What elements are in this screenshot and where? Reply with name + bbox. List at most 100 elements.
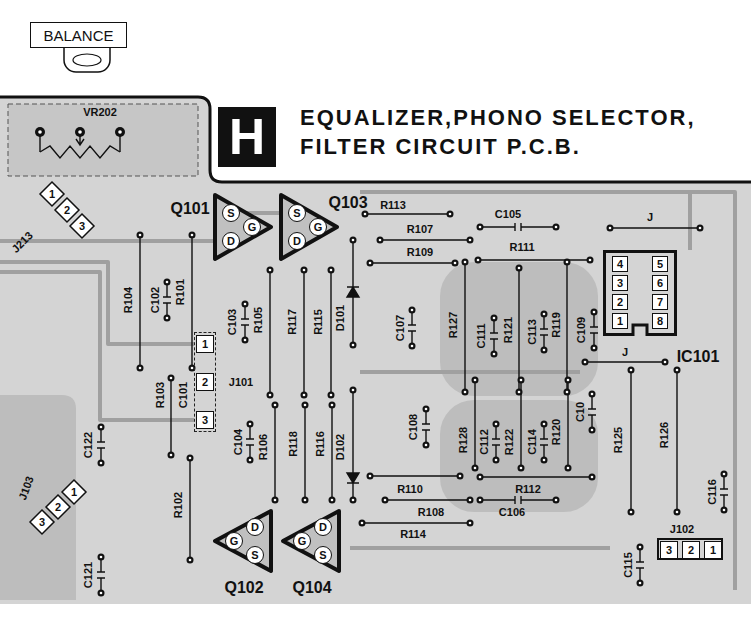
pad-hole (555, 499, 558, 502)
part-label: C106 (499, 506, 525, 518)
solder-pad (367, 260, 374, 267)
solder-pad (541, 457, 548, 464)
pad-hole (170, 377, 173, 380)
solder-pad (541, 421, 548, 428)
part-label: C101 (177, 382, 189, 408)
connector-pad: 1 (196, 335, 214, 353)
part-label: C108 (407, 414, 419, 440)
solder-pad (98, 460, 105, 467)
pad-hole (609, 227, 612, 230)
resistor-symbol (585, 361, 665, 362)
resistor-symbol (474, 380, 475, 468)
capacitor-symbol (422, 409, 430, 445)
solder-pad (423, 442, 430, 449)
part-label: R112 (515, 483, 541, 495)
transistor-body (215, 195, 271, 259)
solder-pad (462, 259, 469, 266)
solder-pad (637, 544, 644, 551)
board-title: EQUALIZER,PHONO SELECTOR, FILTER CIRCUIT… (300, 103, 702, 161)
solder-pad (382, 497, 389, 504)
node-text: 7 (657, 297, 663, 308)
solder-pad (721, 471, 728, 478)
solder-pad (516, 389, 523, 396)
pad-hole (520, 379, 523, 382)
solder-pad (516, 265, 523, 272)
solder-pad (189, 232, 196, 239)
solder-pad (589, 474, 596, 481)
resistor-symbol (370, 475, 460, 476)
connector-pad: 1 (65, 483, 83, 501)
transistor-lead: S (288, 204, 306, 222)
solder-pad (359, 520, 366, 527)
pad-hole (664, 361, 667, 364)
capacitor-symbol (246, 424, 254, 460)
solder-pad (247, 421, 254, 428)
node-text: 3 (617, 278, 623, 289)
pad-hole (479, 226, 482, 229)
transistor-outline: SGD (210, 190, 274, 264)
pot-zigzag (40, 146, 120, 158)
connector-pad: 2 (49, 498, 67, 516)
node-text: 3 (79, 221, 85, 232)
node-text: 2 (202, 377, 208, 388)
solder-pad (587, 257, 594, 264)
connector-pad: 6 (652, 275, 668, 291)
node-text: 6 (657, 278, 663, 289)
solder-pad (477, 474, 484, 481)
pad-hole (170, 454, 173, 457)
resistor-symbol (189, 458, 190, 560)
pad-hole (78, 130, 82, 134)
solder-pad (582, 359, 589, 366)
connector-pad: 1 (43, 185, 61, 203)
pad-hole (249, 459, 252, 462)
solder-pad (493, 421, 500, 428)
solder-pad (565, 465, 572, 472)
solder-pad (477, 224, 484, 231)
pad-hole (474, 379, 477, 382)
part-label: C102 (149, 287, 161, 313)
pad-hole (369, 475, 372, 478)
resistor-symbol (380, 239, 470, 240)
pad-hole (166, 281, 169, 284)
solder-pad (697, 225, 704, 232)
pad-hole (639, 582, 642, 585)
solder-pad (168, 375, 175, 382)
part-label: VR202 (83, 106, 117, 118)
pad-hole (567, 379, 570, 382)
pad-hole (630, 511, 633, 514)
node-text: 2 (55, 502, 61, 513)
pad-hole (330, 394, 333, 397)
pad-hole (411, 309, 414, 312)
board-area (0, 97, 751, 604)
capacitor-symbol (241, 304, 249, 340)
node-text: 1 (71, 487, 77, 498)
part-label: R102 (172, 492, 184, 518)
part-label: R106 (257, 434, 269, 460)
pad-hole (479, 476, 482, 479)
node-text: 2 (688, 545, 694, 556)
solder-pad (493, 457, 500, 464)
resistor-symbol (303, 270, 304, 395)
part-label: R101 (174, 279, 186, 305)
solder-pad (662, 359, 669, 366)
solder-pad (98, 424, 105, 431)
pad-hole (166, 317, 169, 320)
pad-hole (139, 234, 142, 237)
part-label: C113 (526, 319, 538, 345)
node-text: BALANCE (43, 28, 113, 43)
solder-pad (187, 557, 194, 564)
part-label: C104 (232, 429, 244, 455)
solder-pad (518, 377, 525, 384)
connector-pad: 2 (196, 373, 214, 391)
knob-shaft (64, 48, 110, 72)
pad-hole (591, 393, 594, 396)
part-designator: Q104 (292, 579, 331, 597)
solder-pad (409, 307, 416, 314)
part-label: R119 (550, 312, 562, 338)
connector-pad: 2 (682, 541, 700, 559)
pad-diamond (62, 480, 86, 504)
pad-hole (352, 344, 355, 347)
capacitor-symbol (540, 424, 548, 460)
